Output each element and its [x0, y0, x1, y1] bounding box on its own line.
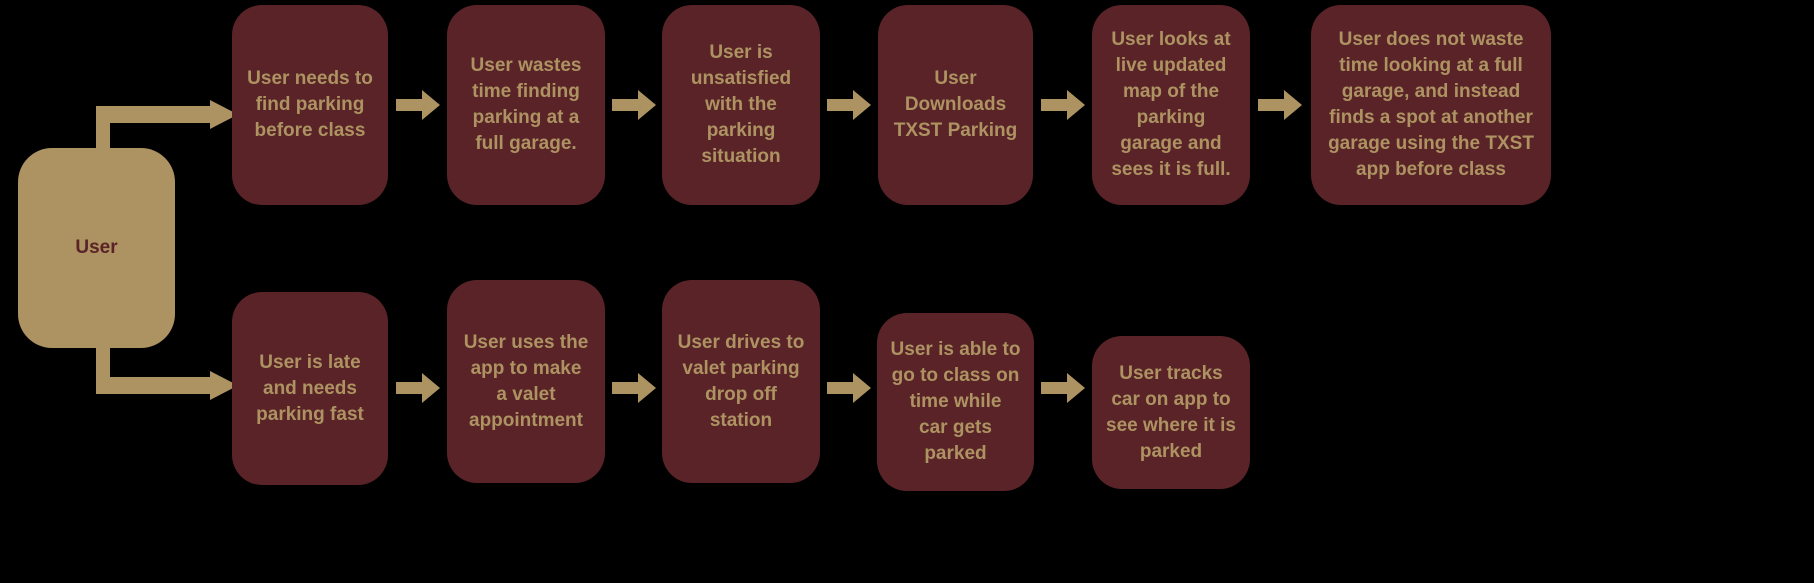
node-label: User is late and needs parking fast	[256, 351, 364, 425]
node-label: User drives to valet parking drop off st…	[677, 331, 805, 431]
arrow-right-top-4	[1041, 90, 1085, 120]
node-label: User is unsatisfied with the parking sit…	[690, 42, 792, 167]
node-label: User needs to find parking before class	[247, 68, 373, 141]
elbow-arrow-down-right	[78, 338, 238, 400]
node-label: User	[75, 237, 118, 258]
node-bottom-step-1[interactable]: User is late and needs parking fast	[232, 292, 388, 485]
node-label: User looks at live updated map of the pa…	[1111, 29, 1231, 180]
node-label: User Downloads TXST Parking	[893, 68, 1018, 141]
arrow-right-bottom-3	[827, 373, 871, 403]
node-top-step-4[interactable]: User Downloads TXST Parking	[878, 5, 1033, 205]
node-top-step-5[interactable]: User looks at live updated map of the pa…	[1092, 5, 1250, 205]
arrow-right-bottom-2	[612, 373, 656, 403]
node-top-step-1[interactable]: User needs to find parking before class	[232, 5, 388, 205]
node-top-step-3[interactable]: User is unsatisfied with the parking sit…	[662, 5, 820, 205]
arrow-right-bottom-4	[1041, 373, 1085, 403]
node-label: User uses the app to make a valet appoin…	[463, 331, 589, 431]
arrow-right-top-1	[396, 90, 440, 120]
arrow-right-top-2	[612, 90, 656, 120]
node-bottom-step-2[interactable]: User uses the app to make a valet appoin…	[447, 280, 605, 483]
node-label: User is able to go to class on time whil…	[890, 339, 1021, 464]
node-bottom-step-5[interactable]: User tracks car on app to see where it i…	[1092, 336, 1250, 489]
arrow-right-top-3	[827, 90, 871, 120]
arrow-right-top-5	[1258, 90, 1302, 120]
elbow-arrow-up-right	[78, 100, 238, 162]
node-label: User tracks car on app to see where it i…	[1106, 362, 1236, 462]
node-label: User wastes time finding parking at a fu…	[470, 55, 582, 154]
node-top-step-6[interactable]: User does not waste time looking at a fu…	[1311, 5, 1551, 205]
node-bottom-step-3[interactable]: User drives to valet parking drop off st…	[662, 280, 820, 483]
node-label: User does not waste time looking at a fu…	[1328, 29, 1534, 180]
node-top-step-2[interactable]: User wastes time finding parking at a fu…	[447, 5, 605, 205]
node-bottom-step-4[interactable]: User is able to go to class on time whil…	[877, 313, 1034, 491]
node-user-actor[interactable]: User	[18, 148, 175, 348]
arrow-right-bottom-1	[396, 373, 440, 403]
